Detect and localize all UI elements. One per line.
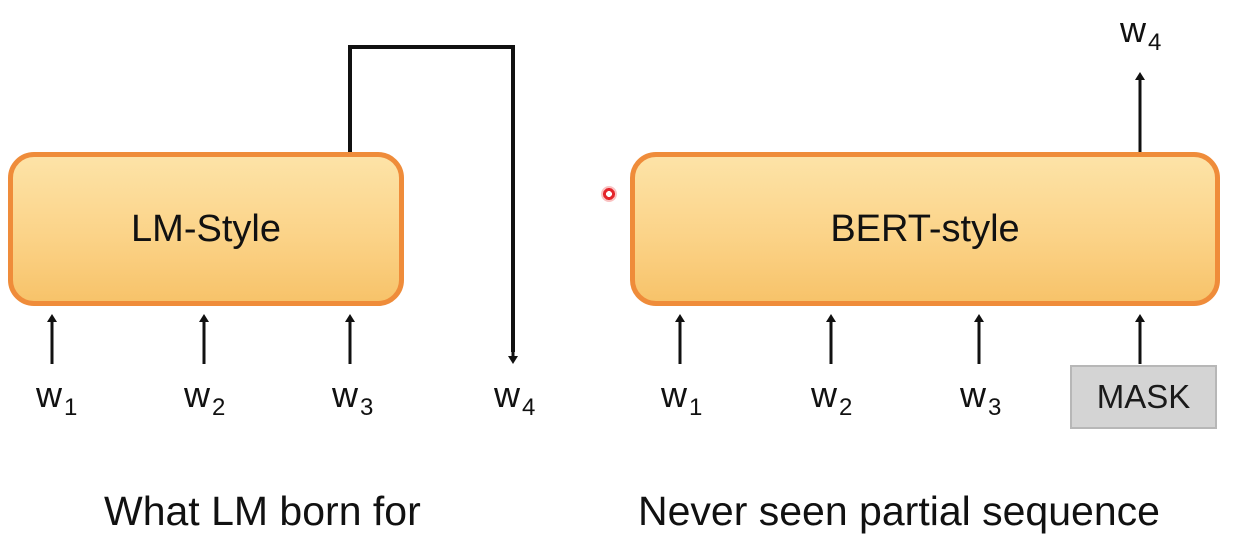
right-token-w2: w2 xyxy=(811,374,853,421)
mask-token-box: MASK xyxy=(1070,365,1217,429)
left-caption: What LM born for xyxy=(104,488,421,534)
right-token-w3: w3 xyxy=(960,374,1002,421)
left-token-w2: w2 xyxy=(184,374,226,421)
lm-output-connector xyxy=(348,45,515,352)
right-token-w1: w1 xyxy=(661,374,703,421)
mask-label: MASK xyxy=(1096,378,1191,415)
right-caption: Never seen partial sequence xyxy=(638,488,1160,534)
lm-style-label: LM-Style xyxy=(131,207,281,250)
pointer-cursor-icon xyxy=(601,186,617,202)
lm-style-box: LM-Style xyxy=(8,152,404,306)
left-token-w1: w1 xyxy=(36,374,78,421)
left-output-w4: w4 xyxy=(494,374,536,421)
bert-style-label: BERT-style xyxy=(830,207,1020,250)
bert-style-box: BERT-style xyxy=(630,152,1220,306)
left-token-w3: w3 xyxy=(332,374,374,421)
right-output-w4: w4 xyxy=(1120,9,1162,56)
